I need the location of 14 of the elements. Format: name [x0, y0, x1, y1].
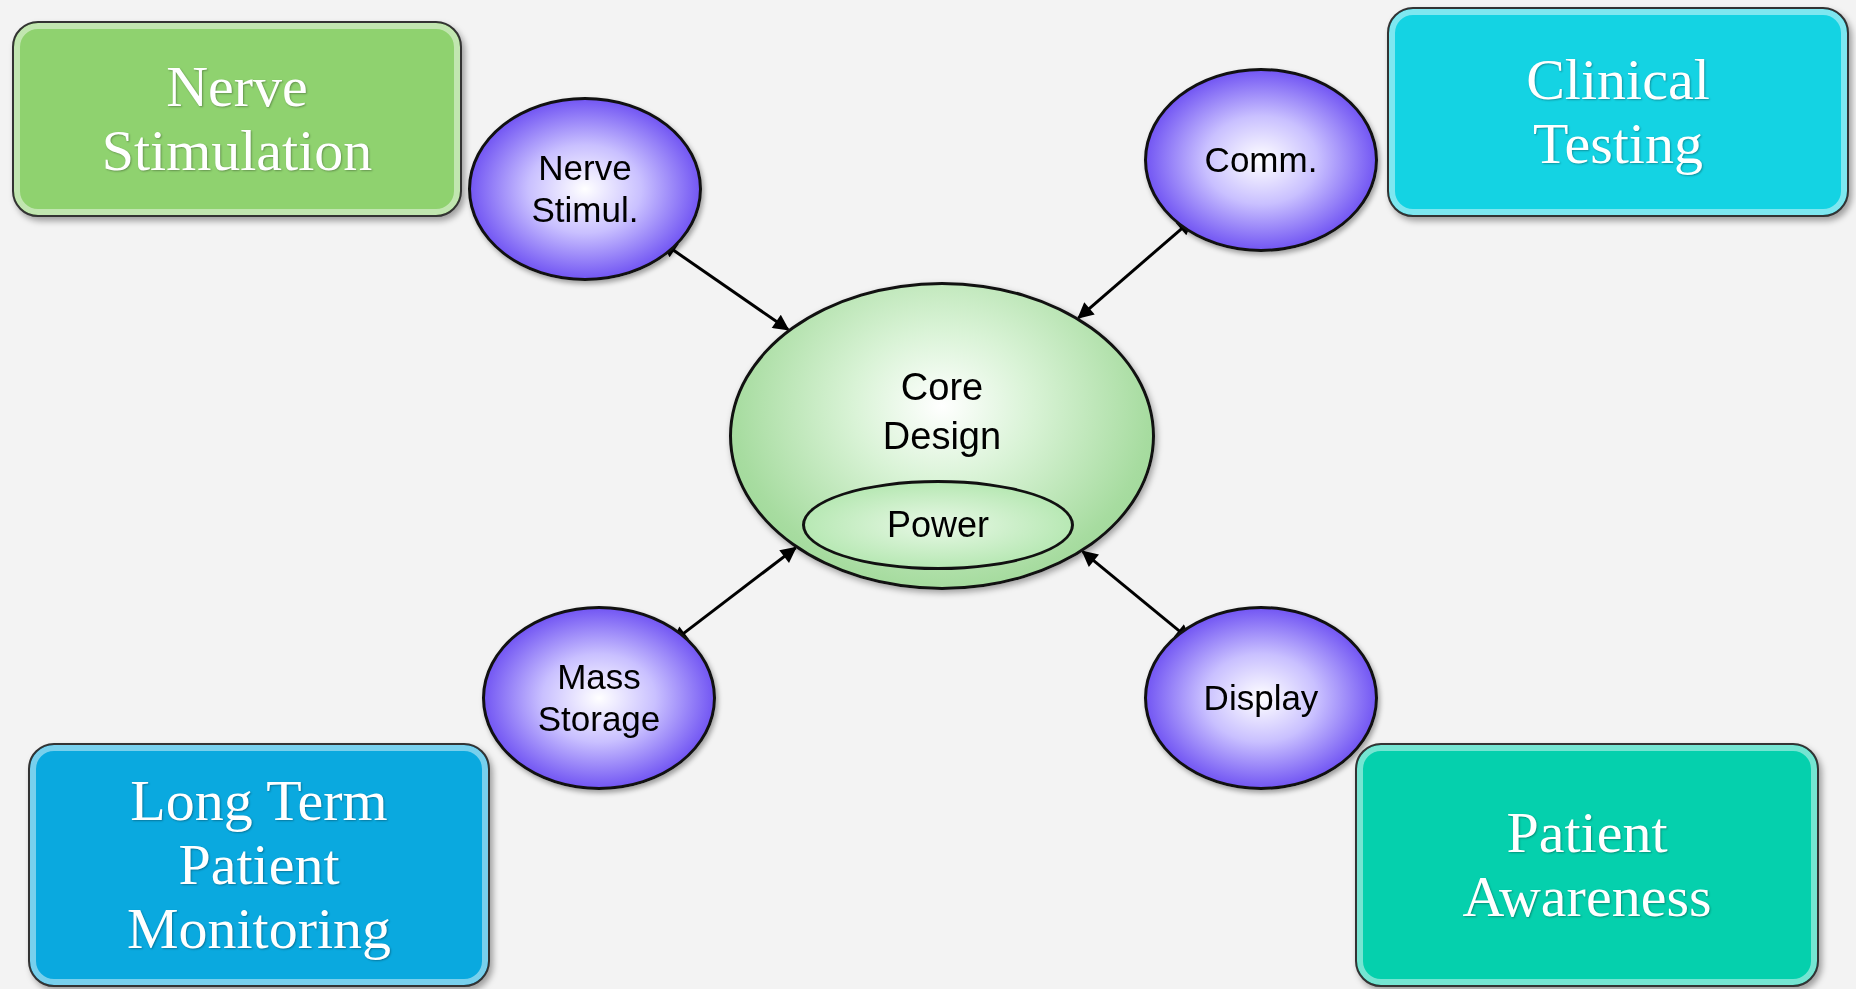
title-card: [1387, 7, 1849, 217]
node-label: Long Term Patient Monitoring: [125, 769, 393, 961]
title-card: [28, 743, 490, 987]
node-label: Clinical Testing: [1525, 48, 1711, 176]
title-card: [12, 21, 462, 217]
node-label: Nerve Stimulation: [100, 55, 374, 183]
node-label: Core Design: [881, 365, 1003, 460]
node-label: Comm.: [1204, 139, 1318, 181]
node-label: Mass Storage: [536, 656, 662, 740]
node-label: Patient Awareness: [1461, 801, 1713, 929]
node-label: Nerve Stimul.: [530, 147, 640, 231]
node-label: Power: [886, 504, 989, 546]
node-label: Display: [1203, 677, 1319, 719]
title-card: [1355, 743, 1819, 987]
